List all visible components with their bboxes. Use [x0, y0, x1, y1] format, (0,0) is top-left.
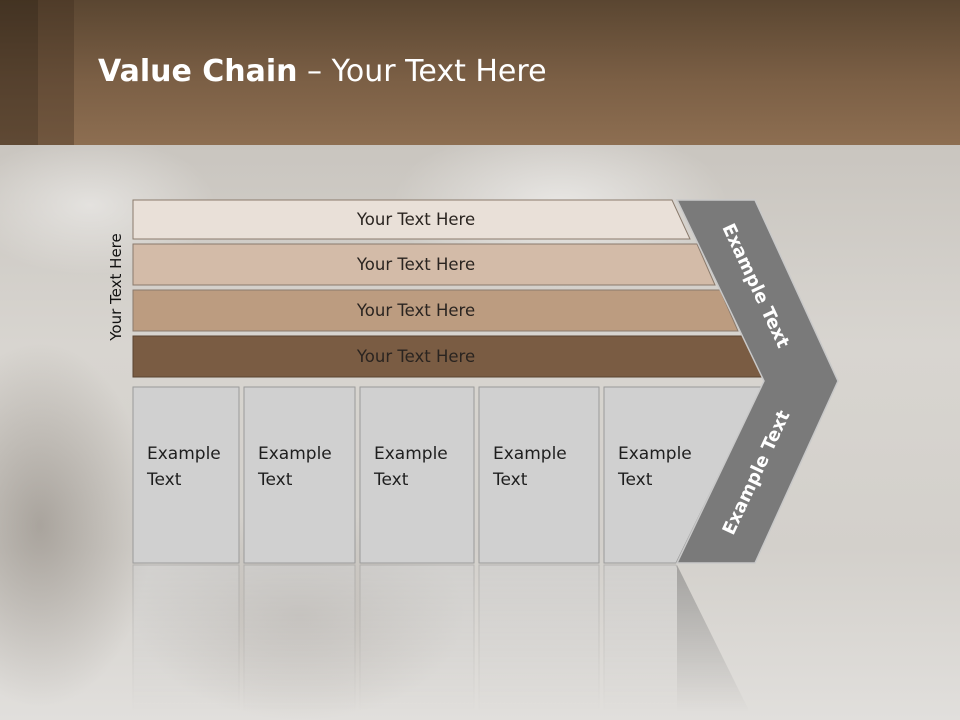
activity-box-5[interactable] [603, 386, 763, 564]
activity-box-text: Example [493, 444, 567, 464]
activity-row-label: Your Text Here [356, 347, 475, 366]
activity-box-text: Text [146, 470, 182, 490]
activity-row-label: Your Text Here [356, 255, 475, 274]
title-bar-accent-dark [0, 0, 38, 145]
chevron-reflection [677, 565, 754, 720]
activity-box-2[interactable] [243, 386, 356, 564]
activity-row-3[interactable] [132, 289, 739, 332]
activity-row-2[interactable] [132, 243, 716, 286]
title-bar: Value Chain – Your Text Here [0, 0, 960, 145]
activity-box-text: Text [492, 470, 528, 490]
activity-box-1[interactable] [132, 386, 240, 564]
activity-box-reflection [243, 564, 356, 720]
activity-box-3[interactable] [359, 386, 475, 564]
slide-title-bold: Value Chain [98, 54, 298, 89]
activity-box-text: Example [258, 444, 332, 464]
activity-box-reflection [132, 564, 240, 720]
activity-box-4[interactable] [478, 386, 600, 564]
activity-row-label: Your Text Here [356, 210, 475, 229]
title-bar-accent [38, 0, 74, 145]
activity-box-text: Text [373, 470, 409, 490]
slide-title[interactable]: Value Chain – Your Text Here [98, 54, 547, 89]
activity-box-text: Example [147, 444, 221, 464]
activity-box-text: Example [374, 444, 448, 464]
activity-box-text: Example [618, 444, 692, 464]
slide-title-rest: – Your Text Here [297, 54, 547, 89]
reflection [132, 564, 754, 720]
activity-box-text: Text [617, 470, 653, 490]
activity-box-text: Text [257, 470, 293, 490]
activity-box-reflection [478, 564, 600, 720]
activity-box-reflection [359, 564, 475, 720]
activity-row-1[interactable] [132, 199, 691, 240]
chevron-arrow[interactable] [675, 199, 839, 564]
activity-row-label: Your Text Here [356, 301, 475, 320]
